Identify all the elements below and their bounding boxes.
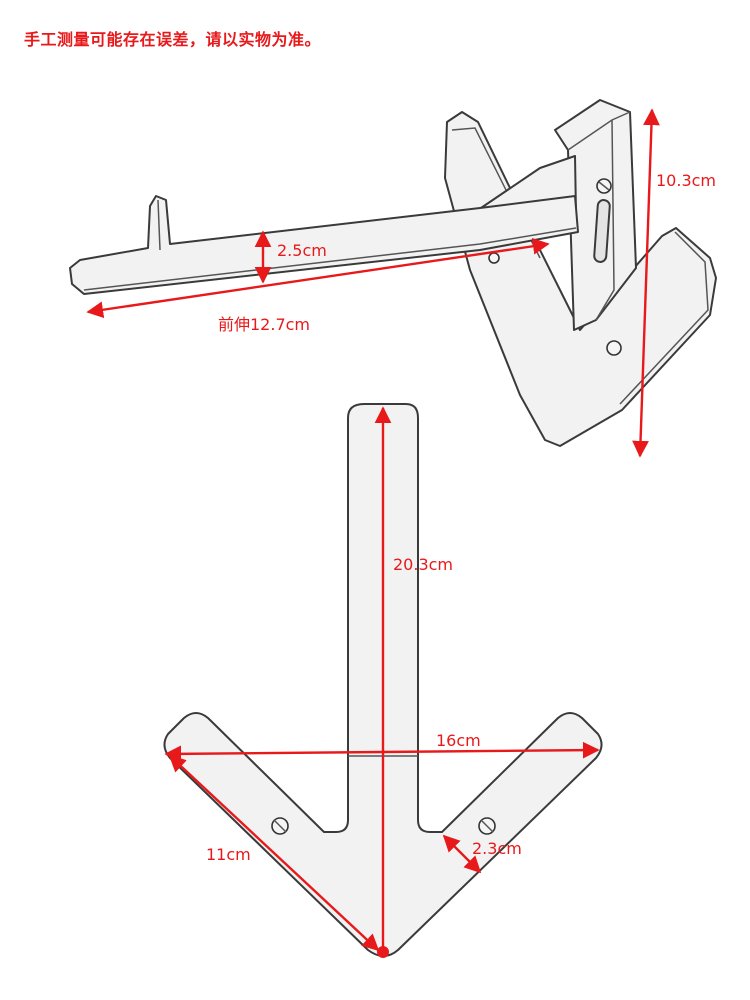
total-width-label: 16cm <box>436 731 481 750</box>
arm-length-label: 11cm <box>206 845 251 864</box>
mount-height-label: 10.3cm <box>656 171 716 190</box>
bottom-point-marker <box>377 946 389 958</box>
side-view <box>69 99 717 447</box>
total-height-label: 20.3cm <box>393 555 453 574</box>
mount-height-dimension-line <box>632 108 660 458</box>
projection-dimension-line <box>86 237 550 319</box>
arm-rivet <box>488 252 500 264</box>
thickness-label: 2.5cm <box>277 241 327 260</box>
total-width-dimension-line <box>164 741 600 763</box>
arm-width-dimension-line <box>442 834 482 874</box>
mount-slot <box>593 199 611 263</box>
projection-label: 前伸12.7cm <box>218 315 310 334</box>
disclaimer-note: 手工测量可能存在误差，请以实物为准。 <box>24 30 322 49</box>
plate-screw <box>606 340 622 356</box>
arm-width-label: 2.3cm <box>472 839 522 858</box>
arm-length-dimension-line <box>168 754 380 952</box>
